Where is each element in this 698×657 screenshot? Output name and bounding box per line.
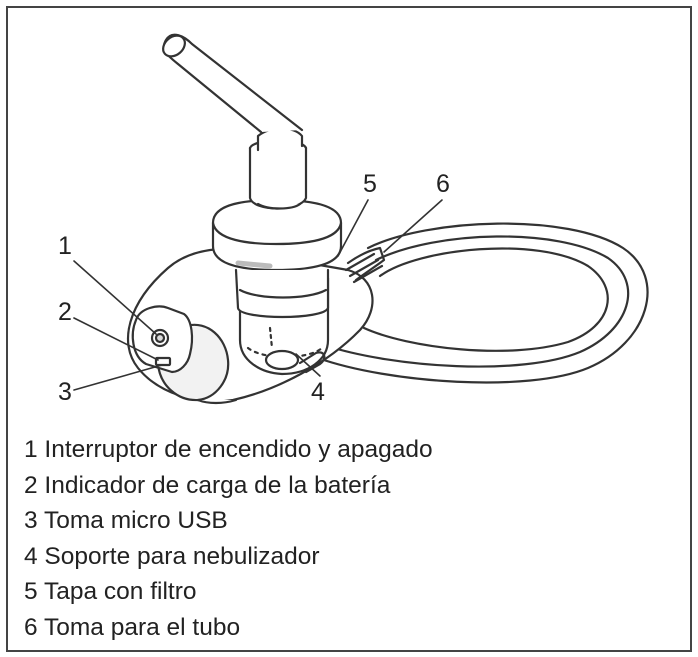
nebulizer-illustration — [73, 33, 649, 405]
parts-legend: 1 Interruptor de encendido y apagado 2 I… — [24, 432, 433, 645]
callout-1: 1 — [58, 232, 72, 260]
figure-frame: 1 2 3 4 5 6 1 Interruptor de encendido y… — [6, 6, 692, 652]
callout-3: 3 — [58, 378, 72, 406]
front-panel — [131, 305, 194, 374]
callout-6: 6 — [436, 170, 450, 198]
callout-4: 4 — [311, 378, 325, 406]
legend-item: 6 Toma para el tubo — [24, 613, 241, 641]
air-tube — [316, 222, 649, 384]
legend-item: 1 Interruptor de encendido y apagado — [24, 436, 433, 463]
mouthpiece — [162, 33, 304, 152]
callout-5: 5 — [363, 170, 377, 198]
leader-lines — [73, 199, 443, 391]
legend-item: 3 Toma micro USB — [24, 507, 228, 534]
tube-connector — [298, 246, 386, 374]
legend-item: 5 Tapa con filtro — [24, 578, 197, 605]
callout-2: 2 — [58, 298, 72, 326]
legend-item: 4 Soporte para nebulizador — [24, 542, 320, 570]
legend-item: 2 Indicador de carga de la batería — [24, 471, 391, 499]
